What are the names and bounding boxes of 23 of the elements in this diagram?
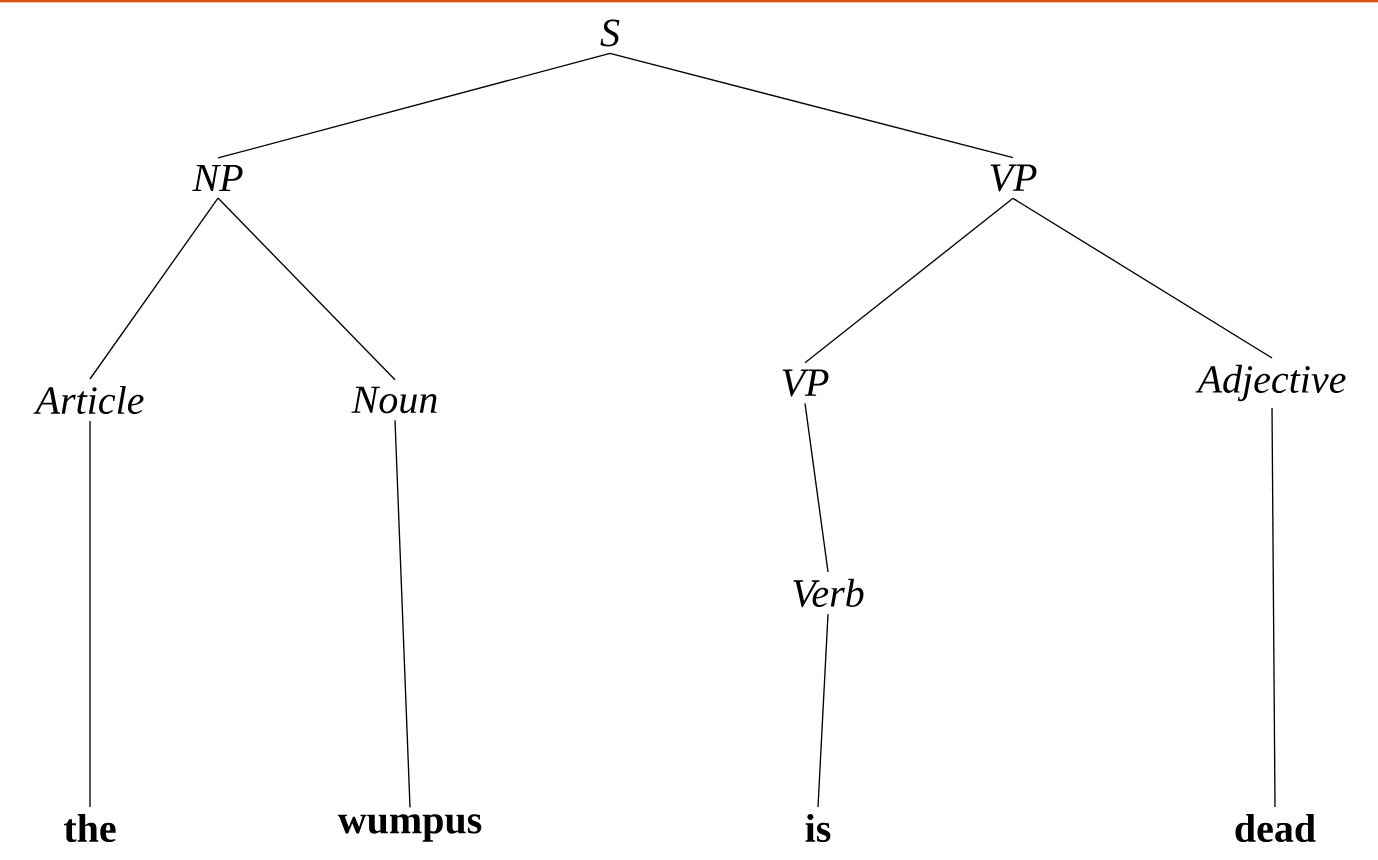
tree-branch [1012, 197, 1273, 359]
tree-branch [609, 52, 1014, 159]
category-label: NP [192, 164, 243, 192]
tree-branch [804, 197, 1014, 364]
category-label: Verb [793, 578, 864, 608]
word-label: is [805, 813, 831, 843]
tree-branch [394, 419, 411, 809]
tree-branch [89, 197, 219, 380]
tree-branch [89, 420, 91, 808]
word-label: the [64, 813, 116, 843]
tree-branch [217, 197, 396, 381]
word-label: dead [1235, 813, 1316, 843]
tree-branch [804, 402, 829, 573]
category-label: S [600, 19, 620, 47]
category-label: Noun [351, 386, 437, 414]
tree-branch [1271, 407, 1276, 808]
category-label: Article [33, 385, 144, 415]
category-label: Adjective [1195, 364, 1346, 402]
tree-branch [217, 52, 611, 159]
tree-branch [817, 613, 829, 808]
category-label: VP [782, 369, 829, 397]
word-label: wumpus [337, 814, 482, 842]
category-label: VP [990, 164, 1037, 192]
